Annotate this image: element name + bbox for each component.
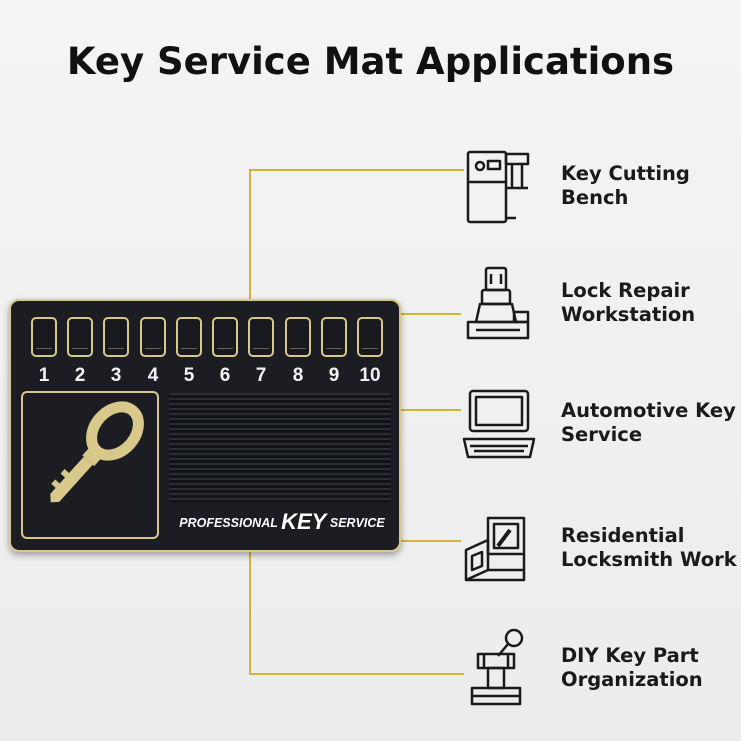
connector-diy: [249, 673, 464, 675]
slot-number: 8: [292, 365, 304, 386]
label-line: Lock Repair: [561, 279, 690, 302]
label-line: Organization: [561, 668, 703, 691]
brand-text: PROFESSIONAL KEY SERVICE: [171, 509, 393, 535]
slot-number: 5: [183, 365, 195, 386]
connector-lock-repair: [401, 313, 461, 315]
application-label-key-cutting: Key Cutting Bench: [561, 162, 690, 210]
key-slot: [357, 317, 383, 357]
application-label-lock-repair: Lock Repair Workstation: [561, 279, 695, 327]
connector-key-cutting: [249, 169, 464, 171]
slot-number: 6: [219, 365, 231, 386]
key-service-mat: 1 2 3 4 5 6 7 8 9 10 PROFESSIONAL KEY SE…: [9, 299, 401, 552]
key-slot: [321, 317, 347, 357]
slot-number: 2: [74, 365, 86, 386]
label-line: Service: [561, 423, 643, 446]
key-icon: [50, 401, 144, 503]
key-slot: [176, 317, 202, 357]
label-line: Workstation: [561, 303, 696, 326]
application-label-automotive: Automotive Key Service: [561, 399, 736, 447]
lock-repair-icon: [466, 266, 530, 340]
key-slot: [31, 317, 57, 357]
label-line: DIY Key Part: [561, 644, 699, 667]
slot-number: 9: [328, 365, 340, 386]
connector-automotive: [401, 409, 461, 411]
connector-vertical-bottom: [249, 551, 251, 673]
key-slot: [103, 317, 129, 357]
slot-number: 1: [38, 365, 50, 386]
slot-number: 4: [147, 365, 159, 386]
joystick-icon: [470, 628, 524, 706]
key-slot: [140, 317, 166, 357]
label-line: Locksmith Work: [561, 548, 737, 571]
slot-number: 3: [110, 365, 122, 386]
rubber-ribs: [169, 393, 391, 503]
connector-vertical: [249, 169, 251, 301]
key-slot: [212, 317, 238, 357]
brand-left: PROFESSIONAL: [179, 516, 278, 530]
application-label-diy: DIY Key Part Organization: [561, 644, 703, 692]
page-title: Key Service Mat Applications: [66, 40, 675, 83]
key-slot: [285, 317, 311, 357]
key-graphic-panel: [21, 391, 159, 539]
label-line: Residential: [561, 524, 685, 547]
connector-residential: [401, 540, 461, 542]
laptop-icon: [462, 389, 536, 459]
brand-right: SERVICE: [329, 516, 385, 530]
key-slot: [248, 317, 274, 357]
label-line: Bench: [561, 186, 629, 209]
slot-number: 7: [255, 365, 267, 386]
residential-lock-icon: [464, 516, 526, 582]
key-slot: [67, 317, 93, 357]
brand-key: KEY: [281, 509, 327, 534]
slot-number: 10: [359, 365, 381, 386]
label-line: Key Cutting: [561, 162, 690, 185]
application-label-residential: Residential Locksmith Work: [561, 524, 737, 572]
label-line: Automotive Key: [561, 399, 736, 422]
key-cutting-bench-icon: [466, 150, 530, 224]
